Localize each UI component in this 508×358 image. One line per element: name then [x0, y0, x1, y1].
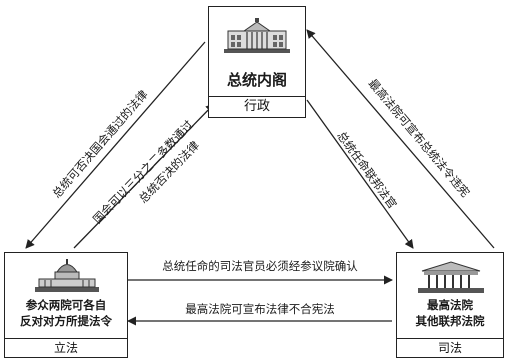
judicial-name-line2: 其他联邦法院 — [415, 314, 485, 328]
label-legislative-to-judicial: 总统任命的司法官员必须经参议院确认 — [162, 259, 358, 273]
judicial-name-line1: 最高法院 — [427, 298, 473, 312]
executive-node: 总统内阁 行政 — [208, 6, 306, 118]
legislative-name-line1: 参众两院可各自 — [25, 298, 107, 312]
arrow-legislative-to-exec — [73, 103, 215, 249]
white-house-icon — [224, 18, 290, 53]
executive-name: 总统内阁 — [226, 71, 287, 89]
capitol-icon — [35, 259, 99, 292]
supreme-court-icon — [418, 261, 484, 293]
judicial-node: 最高法院 其他联邦法院 司法 — [396, 252, 504, 358]
arrow-judicial-to-exec — [306, 29, 495, 249]
executive-branch-label: 行政 — [209, 96, 305, 117]
legislative-name-line2: 反对对方所提法令 — [20, 314, 112, 328]
legislative-branch-label: 立法 — [5, 338, 127, 357]
arrow-exec-to-legislative — [25, 41, 206, 249]
judicial-branch-label: 司法 — [397, 338, 503, 357]
label-judicial-to-legislative: 最高法院可宣布法律不合宪法 — [185, 302, 335, 316]
arrow-exec-to-judicial — [306, 99, 414, 249]
legislative-node: 参众两院可各自 反对对方所提法令 立法 — [4, 252, 128, 358]
